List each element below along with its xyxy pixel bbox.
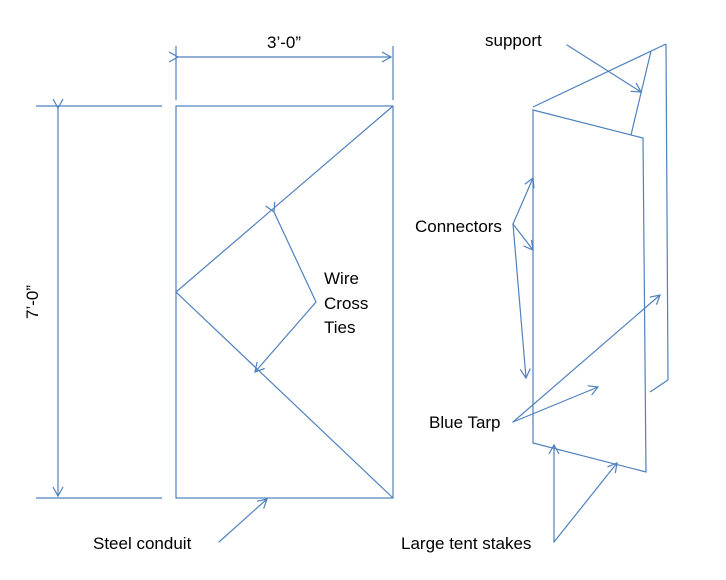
support-label: support xyxy=(485,31,542,50)
front-view: 3’-0” 7’-0” Wire Cross Ties Steel condui… xyxy=(23,33,394,553)
tarp-arrow-short xyxy=(512,385,600,423)
connector-arrow-upper xyxy=(512,176,535,225)
rear-post xyxy=(665,43,669,381)
connector-arrow-middle xyxy=(512,223,534,251)
tent-stakes-label: Large tent stakes xyxy=(401,534,531,553)
wire-label-line-2: Cross xyxy=(324,294,368,313)
wire-tie-pointer-arrows xyxy=(254,201,317,373)
conduit-frame xyxy=(175,105,394,499)
side-view: support Connectors Blue Tarp Large tent … xyxy=(401,31,669,553)
top-ridge-line xyxy=(532,43,667,108)
blue-tarp-panel xyxy=(532,109,647,473)
wire-cross-ties xyxy=(175,105,394,499)
rear-post-foot xyxy=(649,379,669,393)
wire-label-line-3: Ties xyxy=(324,318,356,337)
blue-tarp-label: Blue Tarp xyxy=(429,413,501,432)
stake-arrow-right xyxy=(553,462,618,543)
tarp-arrow-long xyxy=(512,294,661,423)
connector-arrow-lower xyxy=(512,223,531,380)
wire-label-line-1: Wire xyxy=(324,269,359,288)
steel-conduit-arrow xyxy=(218,498,268,543)
support-strut xyxy=(630,50,652,136)
width-dimension-label: 3’-0” xyxy=(267,33,301,52)
support-arrow xyxy=(566,44,643,93)
steel-conduit-label: Steel conduit xyxy=(93,534,192,553)
height-dimension-label: 7’-0” xyxy=(23,285,42,319)
connectors-label: Connectors xyxy=(415,217,502,236)
